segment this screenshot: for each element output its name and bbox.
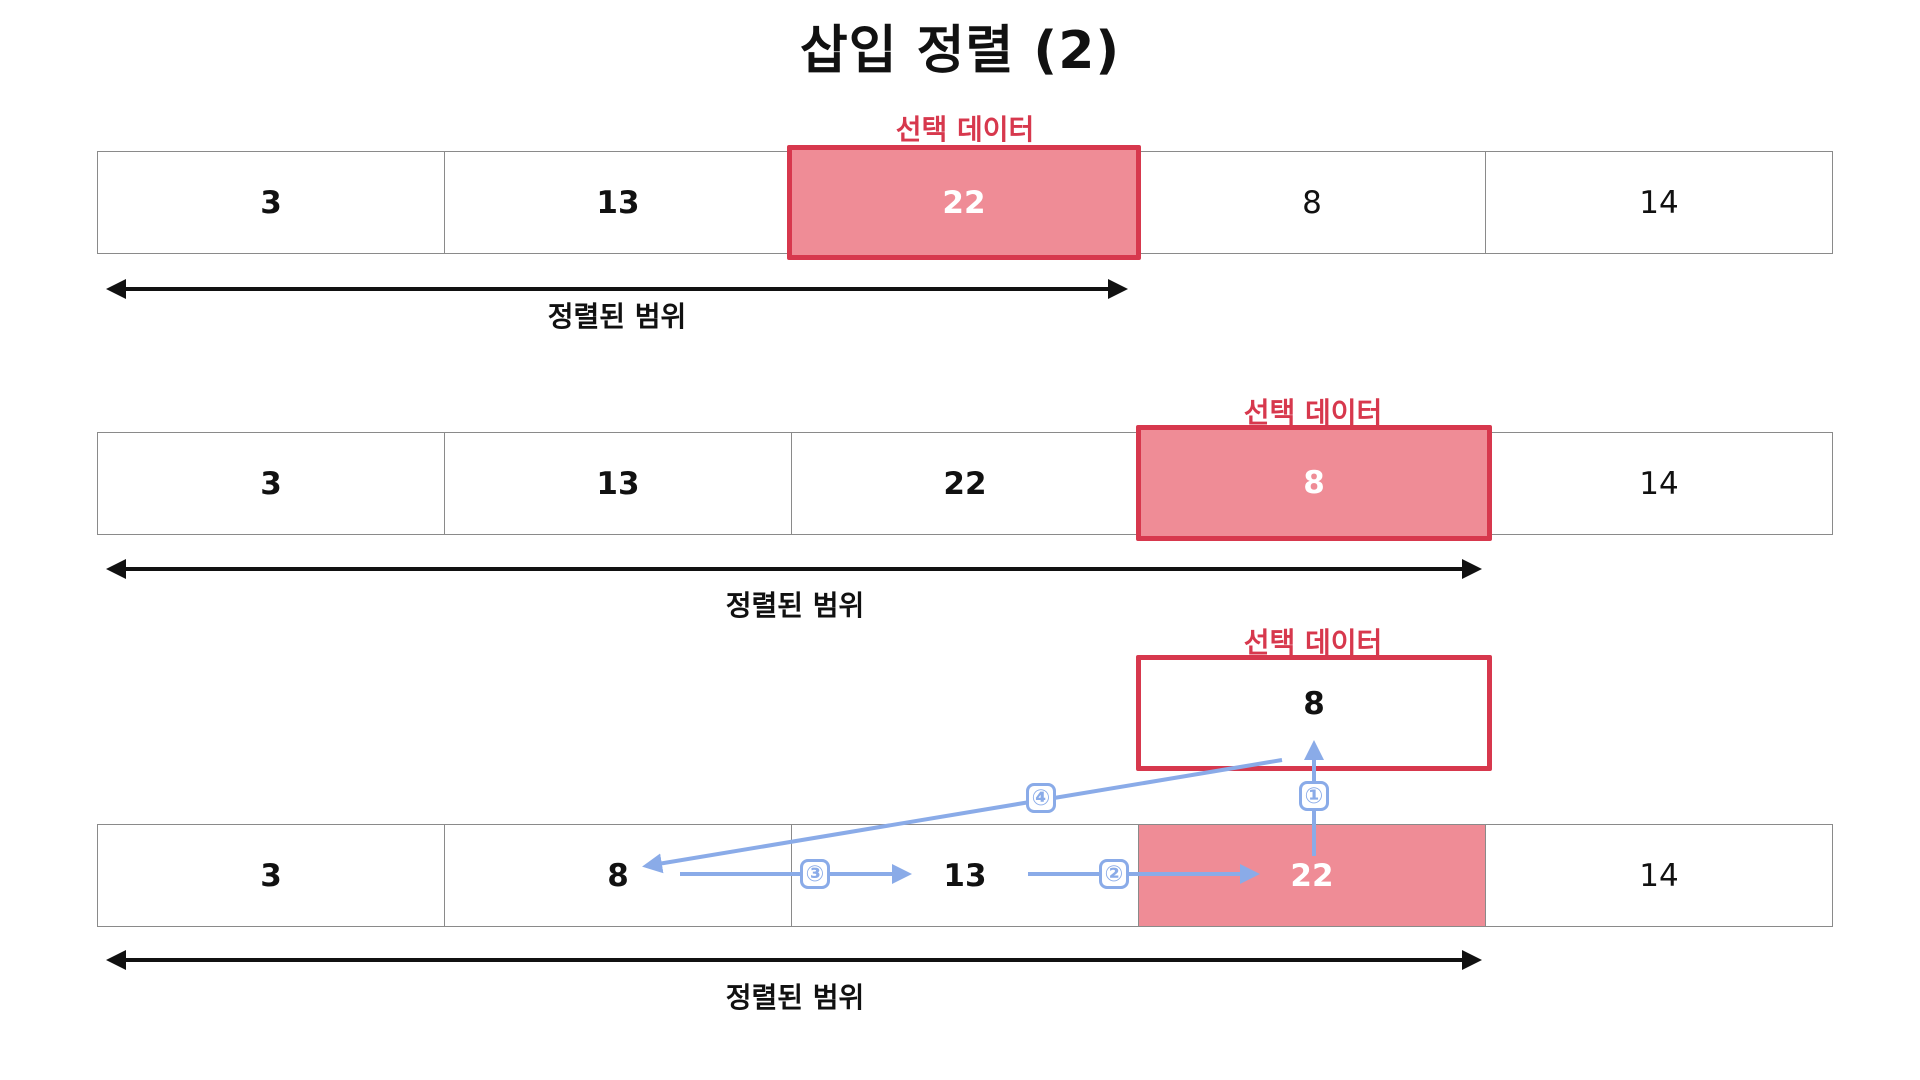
array-cell: 3 <box>98 433 445 534</box>
array-cell: 13 <box>445 152 792 253</box>
array-cell: 3 <box>98 152 445 253</box>
array-cell: 13 <box>792 825 1139 926</box>
array-cell: 13 <box>445 433 792 534</box>
selected-data-label-1: 선택 데이터 <box>895 113 1035 146</box>
selected-data-box-1: 22 <box>787 145 1141 260</box>
selected-value: 8 <box>1303 465 1325 501</box>
selected-value: 8 <box>1303 686 1325 722</box>
selected-data-box-2: 8 <box>1136 425 1492 541</box>
array-cell-highlighted: 22 <box>1139 825 1486 926</box>
array-cell: 8 <box>1139 152 1486 253</box>
array-row-3: 3 8 13 22 14 <box>97 824 1833 927</box>
sorted-range-label-3: 정렬된 범위 <box>725 981 865 1014</box>
selected-data-box-3: 8 <box>1136 655 1492 771</box>
array-cell: 22 <box>792 433 1139 534</box>
step-badge-2: ② <box>1099 859 1129 889</box>
step-badge-4: ④ <box>1026 783 1056 813</box>
step-badge-3: ③ <box>800 859 830 889</box>
sorted-range-label-1: 정렬된 범위 <box>547 300 687 333</box>
array-cell: 3 <box>98 825 445 926</box>
selected-value: 22 <box>942 184 986 221</box>
sorted-range-label-2: 정렬된 범위 <box>725 589 865 622</box>
array-cell: 14 <box>1639 857 1679 894</box>
step-badge-1: ① <box>1299 781 1329 811</box>
array-cell: 14 <box>1639 465 1679 502</box>
page-title: 삽입 정렬 (2) <box>799 21 1121 81</box>
array-cell: 14 <box>1639 184 1679 221</box>
array-cell: 8 <box>445 825 792 926</box>
selected-data-label-2: 선택 데이터 <box>1243 396 1383 429</box>
selected-data-label-3: 선택 데이터 <box>1243 626 1383 659</box>
array-row-2: 3 13 22 14 <box>97 432 1833 535</box>
